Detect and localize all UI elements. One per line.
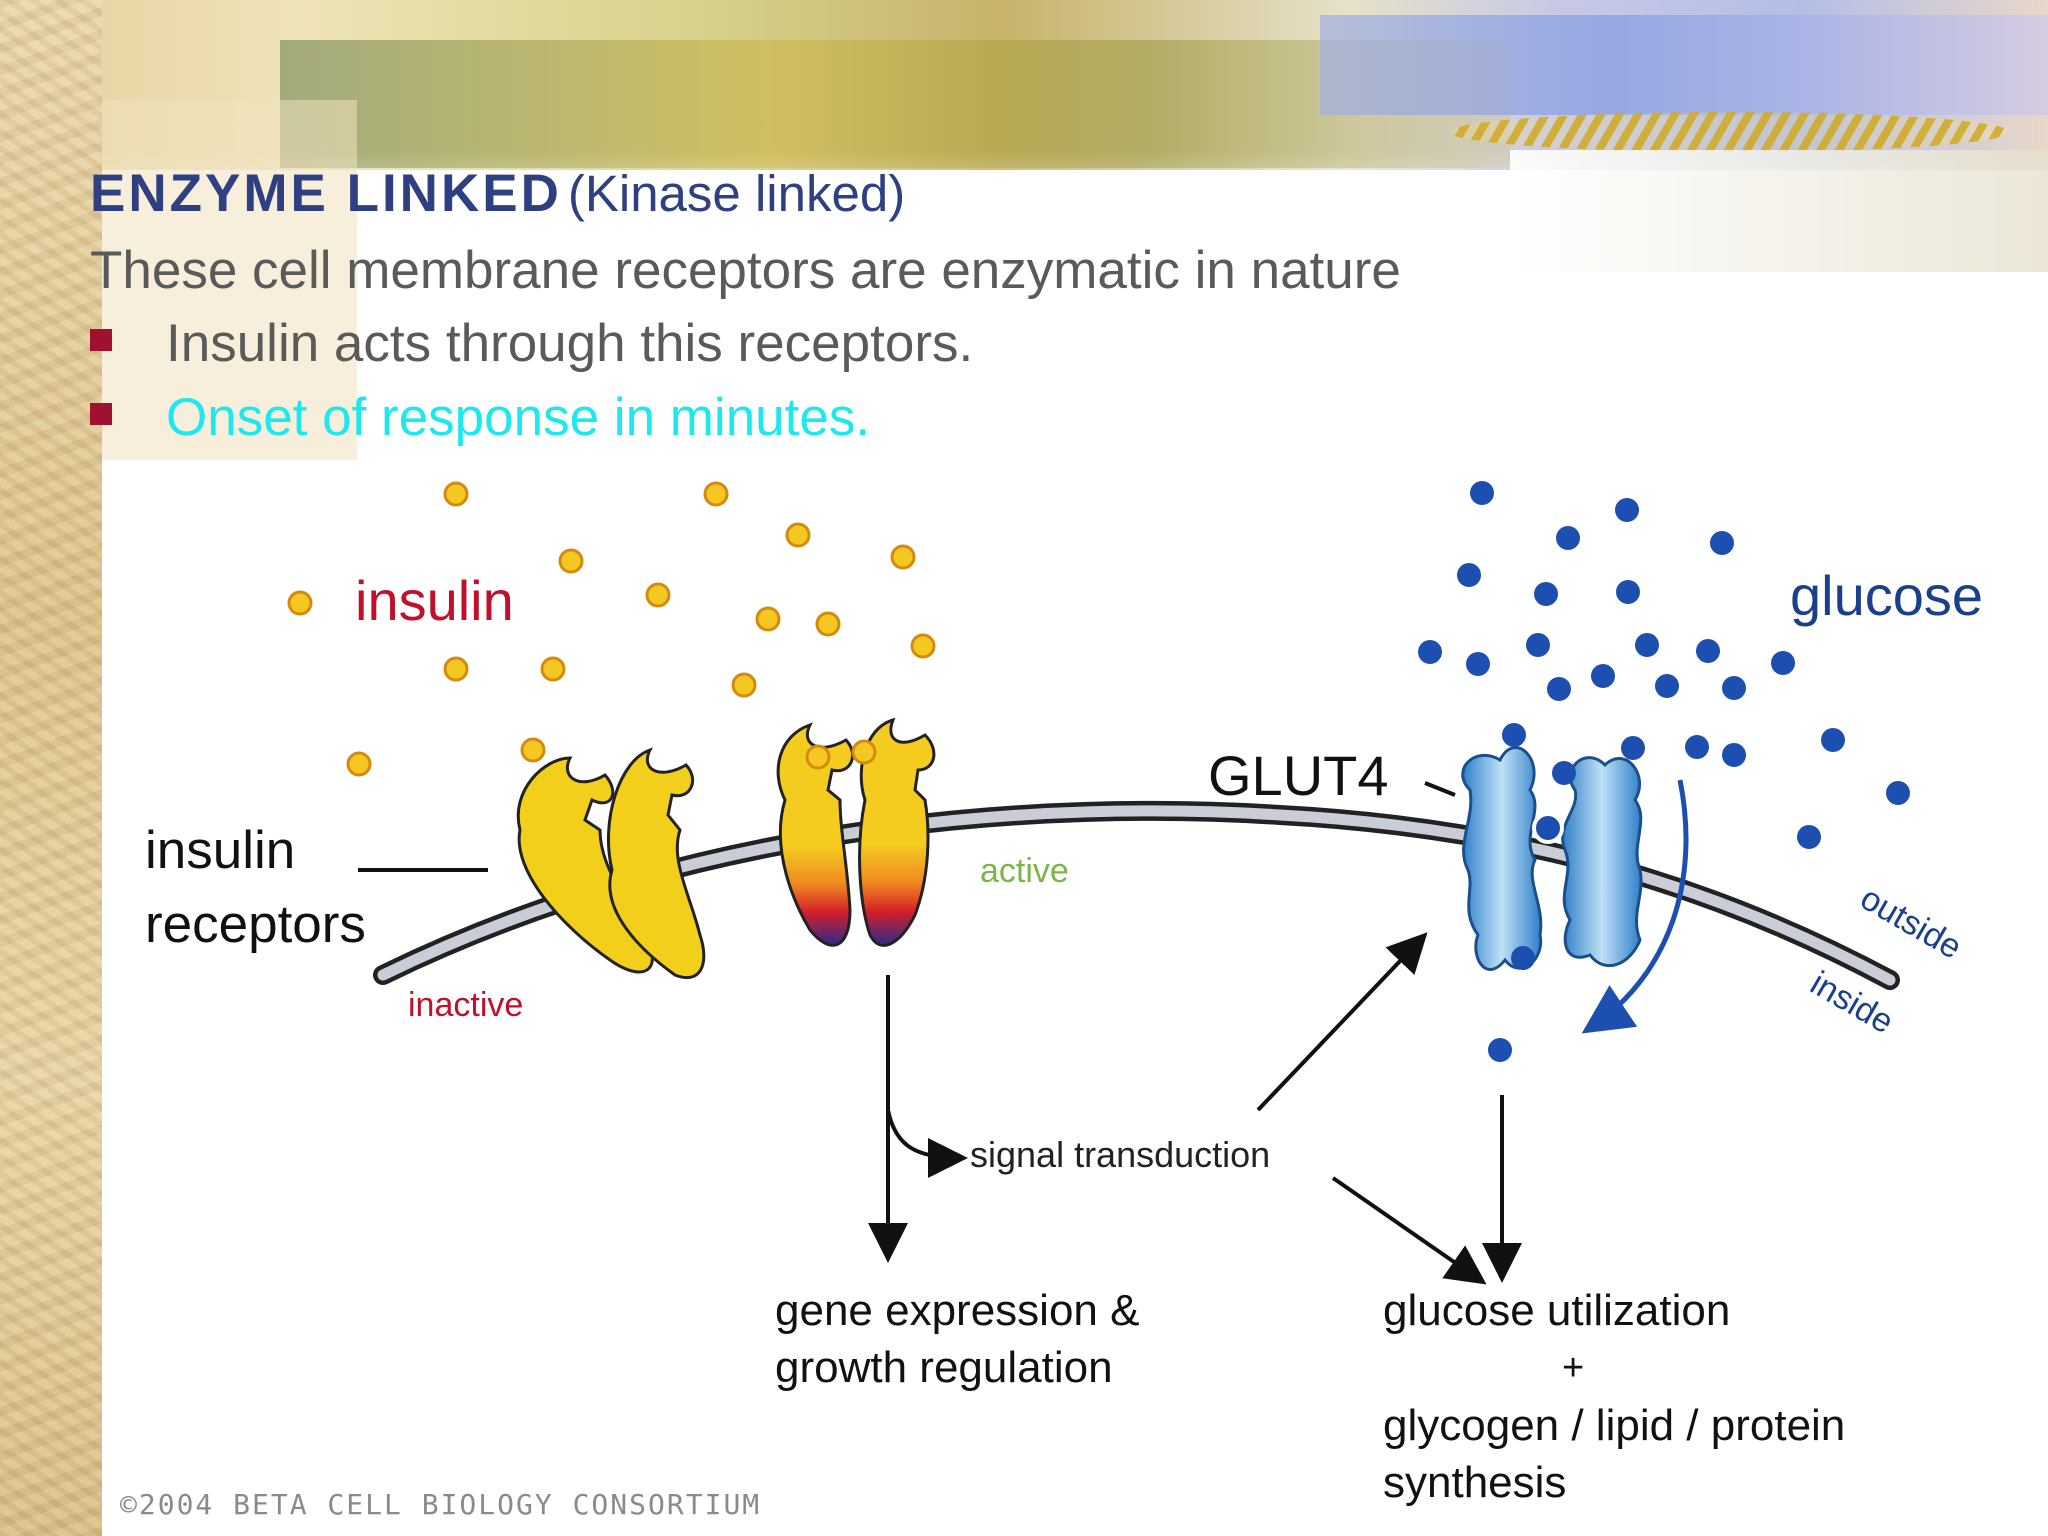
bullet-text: Insulin acts through this receptors.: [166, 314, 974, 373]
glucose-molecule: [1722, 743, 1746, 767]
insulin-molecule: [645, 582, 671, 608]
glut4-transporter: [1461, 746, 1643, 971]
glucose-molecule: [1722, 676, 1746, 700]
receptors-label-line2: receptors: [145, 895, 366, 954]
glut4-pointer-line: [1424, 781, 1456, 797]
insulin-molecule: [755, 606, 781, 632]
growth-regulation-label: growth regulation: [775, 1343, 1113, 1392]
insulin-molecule: [785, 522, 811, 548]
title-suffix: (Kinase linked): [567, 165, 906, 222]
content-panel: [102, 170, 2048, 1536]
banner-right-panel: [1510, 150, 2048, 272]
bullet-square-icon: [90, 329, 112, 351]
insulin-molecule: [910, 633, 936, 659]
parchment-panel: [102, 100, 357, 460]
glucose-molecule: [1556, 526, 1580, 550]
insulin-molecule: [443, 481, 469, 507]
active-insulin-receptor: [776, 717, 936, 947]
glucose-molecule: [1771, 651, 1795, 675]
bullet-text: Onset of response in minutes.: [166, 388, 871, 447]
glucose-molecule: [1511, 946, 1535, 970]
glucose-molecule: [1534, 582, 1558, 606]
glucose-molecule: [1710, 531, 1734, 555]
glucose-molecule: [1886, 781, 1910, 805]
insulin-molecule: [443, 656, 469, 682]
insulin-molecule: [558, 548, 584, 574]
glucose-utilization-label: glucose utilization: [1383, 1286, 1730, 1335]
glucose-molecules: [1418, 481, 1910, 1062]
title-main: ENZYME LINKED: [90, 164, 562, 223]
intro-text: These cell membrane receptors are enzyma…: [90, 241, 1401, 300]
glucose-molecule: [1526, 633, 1550, 657]
insulin-molecule: [540, 656, 566, 682]
glucose-molecule: [1488, 1038, 1512, 1062]
glut4-label: GLUT4: [1208, 744, 1389, 807]
glucose-molecule: [1418, 640, 1442, 664]
glucose-molecule: [1685, 735, 1709, 759]
glucose-molecule: [1621, 736, 1645, 760]
glucose-molecule: [1616, 580, 1640, 604]
glucose-molecule: [1696, 639, 1720, 663]
plus-sign: +: [1562, 1347, 1584, 1389]
outside-label: outside: [1854, 879, 1968, 967]
glucose-molecule: [1797, 825, 1821, 849]
copyright-notice: ©2004 BETA CELL BIOLOGY CONSORTIUM: [120, 1488, 762, 1521]
glucose-molecule: [1466, 652, 1490, 676]
glycogen-label: glycogen / lipid / protein: [1383, 1401, 1845, 1450]
insulin-molecule: [520, 737, 546, 763]
glucose-uptake-arrow: [1581, 779, 1689, 1034]
glucose-molecule: [1615, 498, 1639, 522]
signal-transduction-label: signal transduction: [970, 1134, 1270, 1175]
glucose-molecule: [1547, 677, 1571, 701]
glucose-molecule: [1502, 723, 1526, 747]
insulin-molecule: [731, 672, 757, 698]
insulin-molecule: [346, 751, 372, 777]
bullet-square-icon: [90, 403, 112, 425]
synthesis-label: synthesis: [1383, 1458, 1566, 1507]
active-label: active: [980, 852, 1069, 890]
insulin-molecule: [703, 481, 729, 507]
glucose-molecule: [1552, 761, 1576, 785]
signal-arrows: [868, 932, 1522, 1285]
glucose-molecule: [1457, 563, 1481, 587]
insulin-molecule: [815, 611, 841, 637]
inactive-label: inactive: [408, 986, 523, 1024]
glucose-molecule: [1821, 728, 1845, 752]
gene-expression-label: gene expression &: [775, 1286, 1139, 1335]
parchment-edge: [0, 0, 102, 1536]
glucose-molecule: [1635, 633, 1659, 657]
glucose-label: glucose: [1790, 564, 1983, 627]
insulin-label: insulin: [355, 569, 514, 632]
insulin-molecules: [287, 481, 936, 777]
glucose-molecule: [1470, 481, 1494, 505]
glucose-molecule: [1591, 664, 1615, 688]
glucose-molecule: [1655, 674, 1679, 698]
insulin-molecule: [287, 590, 313, 616]
receptors-label-line1: insulin: [145, 821, 295, 880]
slide-title: ENZYME LINKED(Kinase linked): [90, 163, 905, 224]
inactive-insulin-receptor: [516, 747, 706, 979]
insulin-molecule: [890, 544, 916, 570]
